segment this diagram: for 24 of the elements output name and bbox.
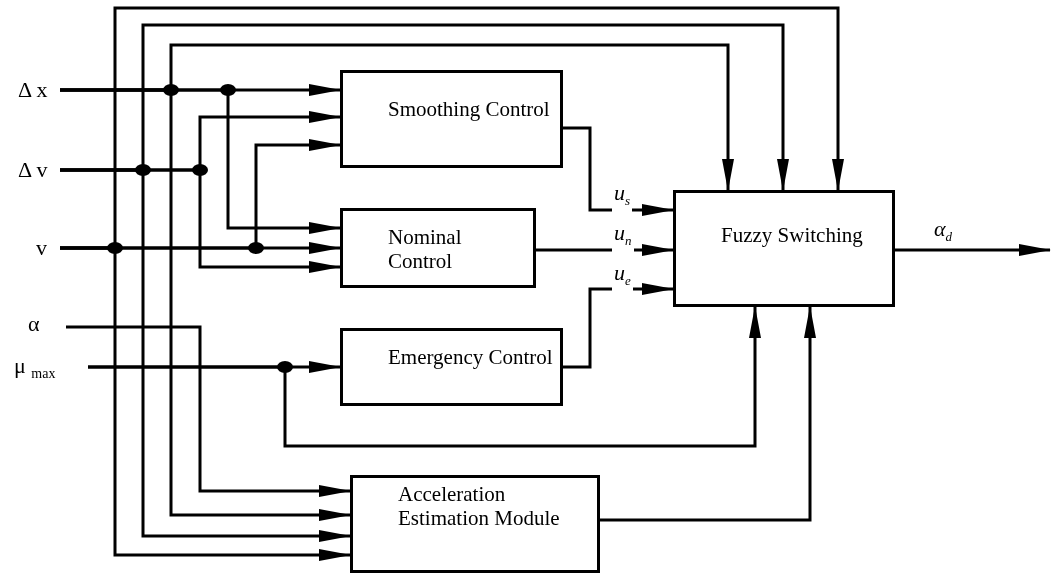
arrow	[60, 246, 351, 561]
process-box	[340, 70, 563, 168]
arrow	[66, 325, 351, 497]
box-label: Emergency Control	[388, 345, 554, 369]
arrow	[895, 244, 1051, 256]
arrow	[563, 283, 674, 369]
input-label: Δ x	[18, 77, 48, 102]
input-label: v	[36, 235, 47, 260]
arrow	[563, 126, 674, 216]
arrow	[60, 168, 351, 542]
input-label: Δ v	[18, 157, 48, 182]
box-label: Acceleration Estimation Module	[398, 482, 561, 530]
input-label: α	[28, 311, 40, 336]
box-label: Fuzzy Switching	[721, 223, 864, 247]
arrow	[60, 88, 351, 521]
input-label: μ $_{max}$	[14, 353, 56, 378]
process-box	[350, 475, 600, 573]
process-box	[340, 328, 563, 406]
box-label: Nominal Control	[388, 225, 463, 273]
arrow	[88, 306, 761, 448]
box-label: Smoothing Control	[388, 97, 551, 121]
process-box	[673, 190, 895, 307]
process-box	[340, 208, 536, 288]
arrow	[600, 306, 816, 522]
